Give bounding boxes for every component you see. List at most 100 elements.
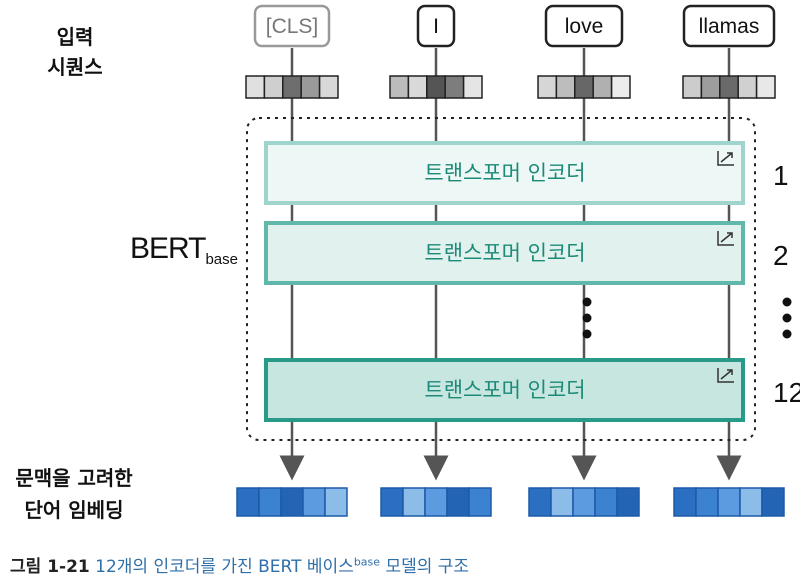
expand-icon-0: [717, 151, 734, 166]
input-embed-cell-2-0: [537, 75, 558, 99]
output-embed-cell-3-0: [673, 487, 697, 517]
expand-icon-arrow-2: [720, 369, 733, 380]
token-text-1: I: [433, 15, 439, 38]
encoder-box-0: [264, 141, 745, 205]
encoder-label-0: 트랜스포머 인코더: [424, 161, 585, 185]
token-3: llamas: [682, 4, 776, 48]
input-embed-cell-2-2: [574, 75, 594, 99]
encoder-0: 트랜스포머 인코더: [264, 141, 745, 205]
input-embed-cell-1-2: [426, 75, 446, 99]
dot-0-0: [582, 297, 592, 307]
token-box-3: [682, 4, 776, 48]
expand-icon-1: [717, 231, 734, 246]
bert-base-label: BERTbase: [130, 232, 238, 268]
encoder-box-1: [264, 221, 745, 285]
layer-number-0: 1: [773, 160, 789, 191]
layer-number-1: 2: [773, 240, 789, 271]
layer-number-2: 12: [773, 377, 800, 408]
input-embed-cell-3-4: [755, 75, 776, 99]
expand-icon-arrow-1: [720, 232, 733, 243]
ellipsis-dots: [582, 297, 792, 339]
caption-superscript: base: [353, 555, 381, 569]
expand-icon-axis-1: [717, 231, 734, 246]
output-embed-cell-0-2: [280, 487, 304, 517]
input-embeddings: [245, 75, 776, 99]
bert-label-main: BERT: [130, 232, 206, 265]
dot-1-1: [782, 313, 792, 323]
input-label-line1: 입력: [56, 25, 94, 49]
output-embed-cell-1-0: [380, 487, 404, 517]
output-embed-cell-1-4: [468, 487, 492, 517]
output-embed-cell-2-2: [572, 487, 596, 517]
output-embed-cell-1-1: [402, 487, 426, 517]
input-embed-cell-3-3: [737, 75, 758, 99]
token-2: love: [544, 4, 624, 48]
token-1: I: [416, 4, 456, 48]
input-embed-cell-1-4: [462, 75, 483, 99]
output-embed-cell-3-4: [761, 487, 785, 517]
token-box-1: [416, 4, 456, 48]
output-embed-cell-1-3: [446, 487, 470, 517]
input-label-line2: 시퀀스: [47, 55, 103, 79]
figure-caption: 그림 1-21 12개의 인코더를 가진 BERT 베이스base 모델의 구조: [10, 552, 469, 577]
output-embed-cell-0-4: [324, 487, 348, 517]
input-embed-cell-0-3: [300, 75, 321, 99]
token-text-2: love: [565, 15, 604, 38]
caption-figure-number: 그림 1-21: [10, 557, 90, 577]
output-embed-cell-2-0: [528, 487, 552, 517]
input-embed-cell-0-0: [245, 75, 266, 99]
token-text-0: [CLS]: [266, 15, 319, 38]
encoder-box-2: [264, 358, 745, 422]
output-embed-cell-3-1: [695, 487, 719, 517]
input-embed-cell-3-1: [700, 75, 721, 99]
output-embed-cell-2-4: [616, 487, 640, 517]
caption-text: 12개의 인코더를 가진 BERT 베이스base 모델의 구조: [95, 555, 470, 577]
input-embed-cell-3-0: [682, 75, 703, 99]
output-embeddings: [236, 487, 785, 517]
dot-0-1: [582, 313, 592, 323]
input-embed-cell-1-0: [389, 75, 410, 99]
encoder-2: 트랜스포머 인코더: [264, 358, 745, 422]
caption-text-before: 12개의 인코더를 가진 BERT 베이스: [95, 557, 354, 577]
input-embed-cell-0-1: [263, 75, 284, 99]
expand-icon-2: [717, 368, 734, 383]
expand-icon-axis-0: [717, 151, 734, 166]
input-embed-cell-2-1: [555, 75, 576, 99]
output-embed-cell-2-3: [594, 487, 618, 517]
input-sequence-label: 입력 시퀀스: [40, 22, 110, 82]
token-box-0: [253, 4, 331, 48]
output-embed-cell-3-2: [717, 487, 741, 517]
encoder-1: 트랜스포머 인코더: [264, 221, 745, 285]
output-embed-cell-2-1: [550, 487, 574, 517]
bert-label-sub: base: [205, 251, 238, 268]
output-embed-cell-1-2: [424, 487, 448, 517]
input-embed-cell-1-1: [407, 75, 428, 99]
expand-icon-arrow-0: [720, 152, 733, 163]
output-embed-cell-0-1: [258, 487, 282, 517]
input-embed-cell-2-3: [592, 75, 613, 99]
input-embed-cell-0-4: [318, 75, 339, 99]
input-embed-cell-3-2: [719, 75, 739, 99]
caption-text-after: 모델의 구조: [385, 557, 470, 577]
input-embed-cell-0-2: [282, 75, 302, 99]
dot-1-0: [782, 297, 792, 307]
expand-icon-axis-2: [717, 368, 734, 383]
input-embed-cell-1-3: [444, 75, 465, 99]
output-label-line2: 단어 임베딩: [24, 498, 124, 522]
input-embed-cell-2-4: [610, 75, 631, 99]
encoder-label-1: 트랜스포머 인코더: [424, 241, 585, 265]
output-embed-cell-3-3: [739, 487, 763, 517]
contextual-embedding-label: 문맥을 고려한 단어 임베딩: [4, 462, 144, 526]
dot-1-2: [782, 329, 792, 339]
encoder-label-2: 트랜스포머 인코더: [424, 378, 585, 402]
bert-dashed-boundary: [246, 117, 756, 441]
token-box-2: [544, 4, 624, 48]
output-embed-cell-0-0: [236, 487, 260, 517]
token-0: [CLS]: [253, 4, 331, 48]
dot-0-2: [582, 329, 592, 339]
